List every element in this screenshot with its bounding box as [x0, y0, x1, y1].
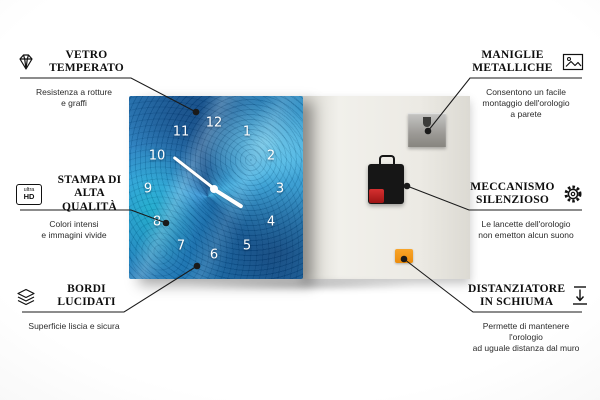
foam-spacer [395, 249, 413, 263]
clock-number: 3 [275, 181, 285, 197]
mechanism-hook [379, 155, 395, 166]
layers-icon [16, 286, 36, 306]
clock-number: 8 [152, 214, 162, 230]
gear-icon [562, 183, 584, 205]
clock-mechanism [368, 155, 404, 204]
callout-vetro-temperato: VETRO TEMPERATO Resistenza a rotture e g… [16, 46, 132, 109]
spacer-arrow-down-icon [570, 285, 590, 307]
callout-head: MANIGLIE METALLICHE [468, 46, 584, 78]
callout-description: Resistenza a rotture e graffi [35, 87, 113, 109]
clock-number: 4 [266, 214, 276, 230]
product-shadow [140, 277, 462, 293]
clock-number: 1 [242, 124, 252, 140]
clock-number: 11 [172, 124, 190, 140]
callout-title: MANIGLIE METALLICHE [472, 48, 553, 74]
callout-bordi-lucidati: BORDI LUCIDATI Superficie liscia e sicur… [16, 280, 132, 332]
ultra-hd-icon: ultra HD [16, 183, 42, 205]
callout-head: ultra HD STAMPA DI ALTA QUALITÀ [16, 174, 132, 213]
minute-hand [172, 155, 215, 191]
clock-number: 9 [143, 181, 153, 197]
callout-title: BORDI LUCIDATI [57, 282, 116, 308]
clock-number: 5 [242, 238, 252, 254]
callout-head: VETRO TEMPERATO [16, 46, 132, 78]
metal-hanger-plate [408, 113, 446, 147]
callout-meccanismo-silenzioso: MECCANISMO SILENZIOSO Le lancette dell'o… [468, 178, 584, 241]
ultra-hd-icon-text-bottom: HD [23, 192, 35, 201]
clock-back-panel [302, 96, 470, 279]
callout-title: STAMPA DI ALTA QUALITÀ [57, 174, 122, 213]
callout-description: Colori intensi e immagini vivide [41, 219, 107, 241]
callout-title: DISTANZIATORE IN SCHIUMA [468, 282, 566, 308]
callout-description: Consentono un facile montaggio dell'orol… [482, 87, 570, 120]
callout-stampa-alta-qualita: ultra HD STAMPA DI ALTA QUALITÀ Colori i… [16, 174, 132, 241]
clock-number: 7 [176, 238, 186, 254]
clock-number: 10 [148, 148, 166, 164]
clock-number: 2 [266, 148, 276, 164]
ultra-hd-icon-text-top: ultra [23, 186, 35, 193]
picture-frame-icon [562, 53, 584, 71]
callout-description: Superficie liscia e sicura [28, 321, 120, 331]
diamond-icon [16, 53, 36, 71]
clock-face: 12 1 2 3 4 5 6 7 8 9 10 11 [129, 96, 303, 279]
clock-number: 12 [205, 115, 223, 131]
battery [369, 189, 384, 203]
callout-title: VETRO TEMPERATO [49, 48, 124, 74]
callout-head: DISTANZIATORE IN SCHIUMA [468, 280, 588, 312]
hanger-slot [423, 117, 431, 127]
callout-head: BORDI LUCIDATI [16, 280, 132, 312]
callout-head: MECCANISMO SILENZIOSO [468, 178, 584, 210]
clock-number: 6 [209, 247, 219, 263]
callout-description: Permette di mantenere l'orologio ad ugua… [472, 321, 580, 354]
callout-maniglie-metalliche: MANIGLIE METALLICHE Consentono un facile… [468, 46, 584, 120]
clock-center-cap [210, 185, 218, 193]
callout-description: Le lancette dell'orologio non emetton al… [478, 219, 574, 241]
callout-distanziatore-schiuma: DISTANZIATORE IN SCHIUMA Permette di man… [468, 280, 588, 354]
callout-title: MECCANISMO SILENZIOSO [470, 180, 555, 206]
